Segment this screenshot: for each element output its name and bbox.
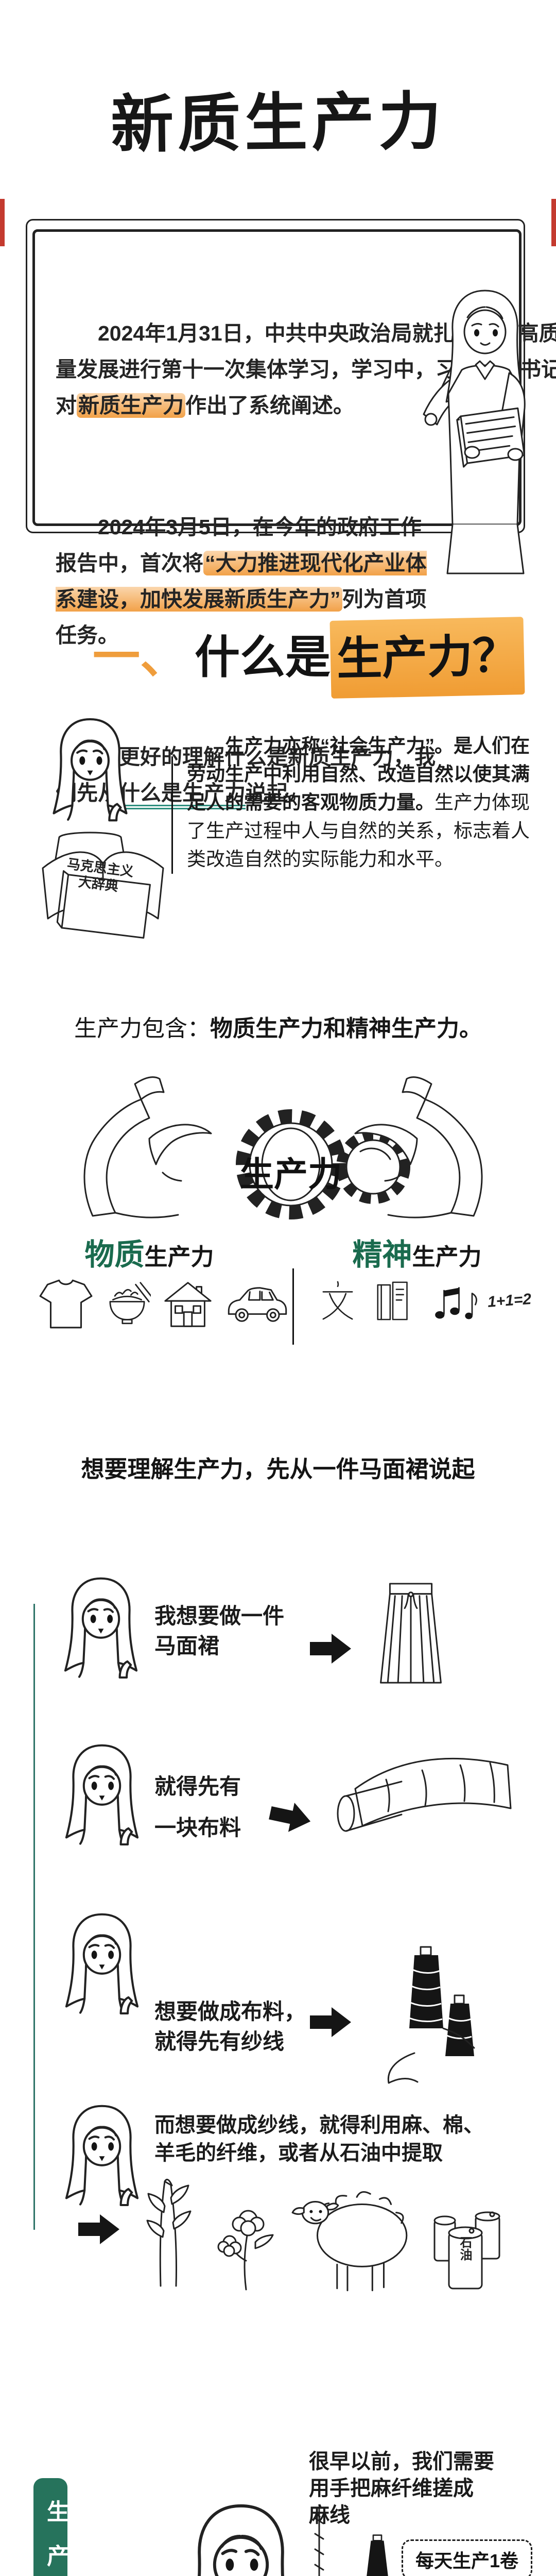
letter-box-outer-border [26, 219, 525, 533]
production-badge: 每天生产1卷 [402, 2539, 533, 2576]
oil-barrels-illustration [433, 2211, 500, 2290]
material-icons [37, 1277, 290, 1332]
girl-avatar [56, 1570, 146, 1694]
red-edge-right [551, 199, 556, 246]
house-icon [164, 1282, 212, 1327]
strength-gears-illustration [83, 1076, 483, 1219]
timeline-1-production: 每天生产1卷 [360, 2534, 533, 2576]
panel-2-text: 就得先有 一块布料 [154, 1774, 241, 1840]
timeline-1-text: 很早以前，我们需要 用手把麻纤维搓成 麻线 [309, 2450, 494, 2527]
section-1-highlight: 生产力？ [329, 617, 525, 699]
productivity-banner-text: 生产力提高 [39, 2500, 72, 2576]
left-arm-icon [83, 1076, 212, 1218]
sheep-illustration [291, 2191, 408, 2292]
includes-statement: 生产力包含：物质生产力和精神生产力。 [74, 1016, 482, 1041]
spirit-title: 精神生产力 [352, 1238, 482, 1272]
material-title: 物质生产力 [84, 1238, 214, 1272]
right-arm-icon [354, 1076, 483, 1218]
cotton-illustration [217, 2210, 274, 2291]
definition-girl-illustration [42, 714, 164, 939]
hemp-plant-illustration [146, 2178, 192, 2287]
girl-avatar [57, 1737, 147, 1861]
lead-statement: 想要理解生产力，先从一件马面裙说起 [81, 1456, 475, 1482]
letter-paragraph-2: 2024年3月5日，在今年的政府工作 报告中，首次将“大力推进现代化产业体 系建… [56, 515, 427, 647]
oil-label: 石油 [458, 2236, 472, 2261]
car-icon [228, 1287, 287, 1322]
arrow-right-icon [310, 1634, 351, 1664]
formula-text: 1+1=2 [486, 1291, 532, 1311]
definition-text: 生产力亦称“社会生产力”。是人们在 劳动生产中利用自然、改造自然以使其满 足人的… [187, 735, 530, 870]
spool-icon [367, 2534, 388, 2576]
page-title: 新质生产力 [110, 86, 446, 160]
productivity-banner: 生产力提高 [33, 2478, 68, 2576]
arrow-right-icon [269, 1803, 311, 1832]
section-1-heading: 一、什么是生产力？ [93, 617, 525, 699]
hand-spinning-illustration [154, 2498, 324, 2576]
girl-avatar [57, 1906, 147, 2030]
arrow-right-icon [310, 2007, 351, 2037]
red-edge-left [0, 199, 5, 246]
spool-count [360, 2534, 394, 2576]
yarn-illustration [387, 1946, 475, 2084]
fabric-illustration [337, 1757, 512, 1832]
panel-4-text: 而想要做成纱线，就得利用麻、棉、 羊毛的纤维，或者从石油中提取 [154, 2114, 484, 2164]
process-line [33, 1604, 35, 2230]
tshirt-icon [39, 1279, 93, 1329]
books-icon [377, 1281, 408, 1320]
arrow-right-icon [78, 2214, 119, 2244]
teacher-girl-illustration [423, 290, 526, 574]
panel-3-text: 想要做成布料， 就得先有纱线 [154, 1999, 306, 2054]
column-divider [292, 1268, 294, 1345]
music-notes-icon [435, 1287, 477, 1319]
spirit-icons: 1+1=2 [315, 1277, 532, 1325]
rice-bowl-icon [109, 1282, 151, 1325]
script-icon [322, 1281, 353, 1320]
panel-1-text: 我想要做一件 马面裙 [154, 1604, 285, 1658]
girl-avatar [57, 2098, 147, 2222]
gear-label: 生产力 [240, 1155, 342, 1193]
section-1-marker: 一、 [93, 631, 188, 683]
skirt-illustration [380, 1583, 442, 1684]
definition-divider [171, 756, 173, 874]
